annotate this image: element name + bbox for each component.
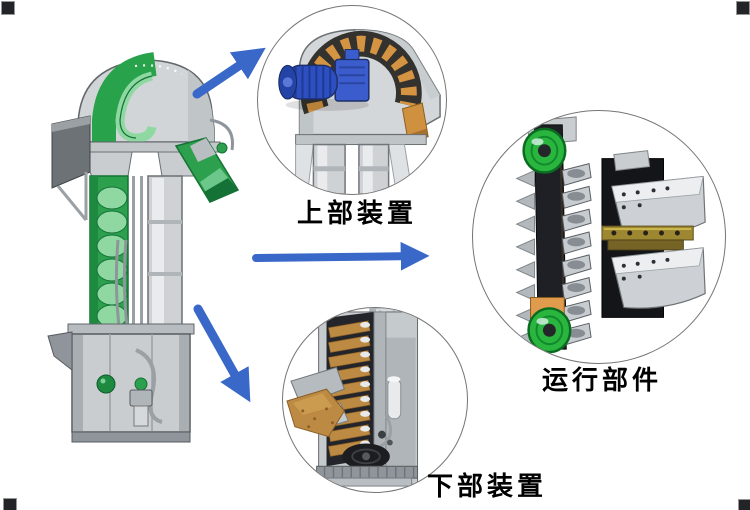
- upper-detail-illustration: [278, 29, 441, 194]
- inlet-chute-and-grain: [286, 366, 349, 438]
- registration-mark-top-left: [1, 1, 15, 15]
- registration-mark-bottom-left: [3, 498, 17, 510]
- lower-detail-illustration: [286, 308, 419, 487]
- callout-circle-lower: [282, 307, 468, 493]
- upper-legs: [295, 143, 413, 194]
- callout-circle-upper: [257, 5, 447, 195]
- elevator-boot: [47, 323, 195, 443]
- discharge-spout: [174, 118, 240, 203]
- registration-mark-bottom-right: [738, 499, 750, 510]
- drive-motor-icon: [278, 49, 370, 111]
- registration-mark-top-right: [736, 1, 750, 15]
- top-pulley-icon: [522, 127, 567, 174]
- belt-and-pulleys: [515, 116, 592, 354]
- service-platform: [51, 115, 91, 221]
- boot-hardware: [342, 376, 402, 470]
- callout-label-lower: 下部装置: [426, 472, 547, 502]
- elevator-legs: [89, 175, 183, 335]
- arrow-to-running-icon: [252, 241, 430, 271]
- bucket-elevator-illustration: [47, 52, 240, 443]
- bucket-mounting-closeup: [601, 150, 706, 318]
- running-detail-illustration: [515, 116, 706, 354]
- callout-label-upper: 上部装置: [296, 199, 417, 229]
- callout-label-running: 运行部件: [541, 366, 662, 396]
- belt-buckets: [561, 162, 592, 346]
- bottom-pulley-icon: [527, 307, 572, 354]
- callout-circle-running: [472, 110, 726, 364]
